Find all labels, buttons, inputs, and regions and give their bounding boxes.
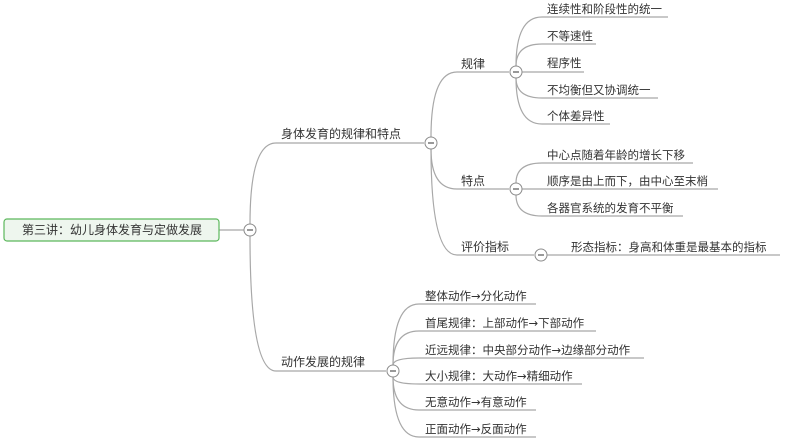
root-node-label: 第三讲：幼儿身体发育与定做发展 bbox=[22, 222, 202, 237]
leaf-guilv-3[interactable]: 程序性 bbox=[547, 56, 582, 70]
leaf-motor-4[interactable]: 大小规律：大动作→精细动作 bbox=[425, 369, 573, 383]
branch-motor-development-toggle[interactable] bbox=[386, 364, 400, 378]
connector-branch-1 bbox=[249, 142, 424, 225]
leaf-pingjia-1[interactable]: 形态指标：身高和体重是最基本的指标 bbox=[571, 240, 767, 254]
node-tedian[interactable]: 特点 bbox=[461, 173, 485, 188]
leaf-tedian-2[interactable]: 顺序是由上而下，由中心至末梢 bbox=[547, 174, 708, 188]
root-collapse-toggle[interactable] bbox=[243, 223, 257, 237]
leaf-tedian-3[interactable]: 各器官系统的发育不平衡 bbox=[547, 201, 674, 215]
connector-td-3 bbox=[515, 194, 683, 217]
connector-branch-2 bbox=[249, 235, 386, 372]
connector-td-1 bbox=[515, 162, 693, 184]
connector-dz-3 bbox=[392, 357, 644, 366]
leaf-motor-6[interactable]: 正面动作→反面动作 bbox=[425, 422, 527, 436]
leaf-motor-5[interactable]: 无意动作→有意动作 bbox=[425, 395, 527, 409]
branch-physical-development-toggle[interactable] bbox=[424, 136, 438, 150]
leaf-motor-3[interactable]: 近远规律：中央部分动作→边缘部分动作 bbox=[425, 343, 631, 357]
leaf-guilv-2[interactable]: 不等速性 bbox=[547, 29, 593, 43]
connectors bbox=[219, 16, 780, 438]
root-node-box bbox=[3, 218, 220, 242]
node-guilv-toggle[interactable] bbox=[509, 65, 523, 79]
node-pingjia-toggle[interactable] bbox=[534, 248, 548, 262]
root-node[interactable]: 第三讲：幼儿身体发育与定做发展 bbox=[3, 218, 220, 242]
connector-pingjia bbox=[430, 148, 534, 256]
leaf-guilv-4[interactable]: 不均衡但又协调统一 bbox=[547, 83, 651, 97]
connector-guilv bbox=[430, 71, 509, 138]
connector-dz-1 bbox=[392, 303, 536, 366]
branch-physical-development[interactable]: 身体发育的规律和特点 bbox=[281, 126, 401, 141]
branch-motor-development[interactable]: 动作发展的规律 bbox=[281, 354, 365, 369]
connector-gl-1 bbox=[515, 16, 668, 67]
connector-gl-2 bbox=[515, 43, 596, 67]
leaf-guilv-5[interactable]: 个体差异性 bbox=[547, 109, 605, 123]
connector-dz-6 bbox=[392, 376, 536, 438]
leaf-tedian-1[interactable]: 中心点随着年龄的增长下移 bbox=[547, 148, 685, 162]
node-pingjia[interactable]: 评价指标 bbox=[461, 239, 509, 254]
leaf-motor-1[interactable]: 整体动作→分化动作 bbox=[425, 289, 527, 303]
node-guilv[interactable]: 规律 bbox=[461, 56, 485, 71]
leaf-motor-2[interactable]: 首尾规律：上部动作→下部动作 bbox=[425, 316, 585, 330]
connector-gl-5 bbox=[515, 77, 610, 125]
node-tedian-toggle[interactable] bbox=[509, 182, 523, 196]
leaf-guilv-1[interactable]: 连续性和阶段性的统一 bbox=[547, 2, 662, 16]
connector-dz-2 bbox=[392, 330, 596, 366]
